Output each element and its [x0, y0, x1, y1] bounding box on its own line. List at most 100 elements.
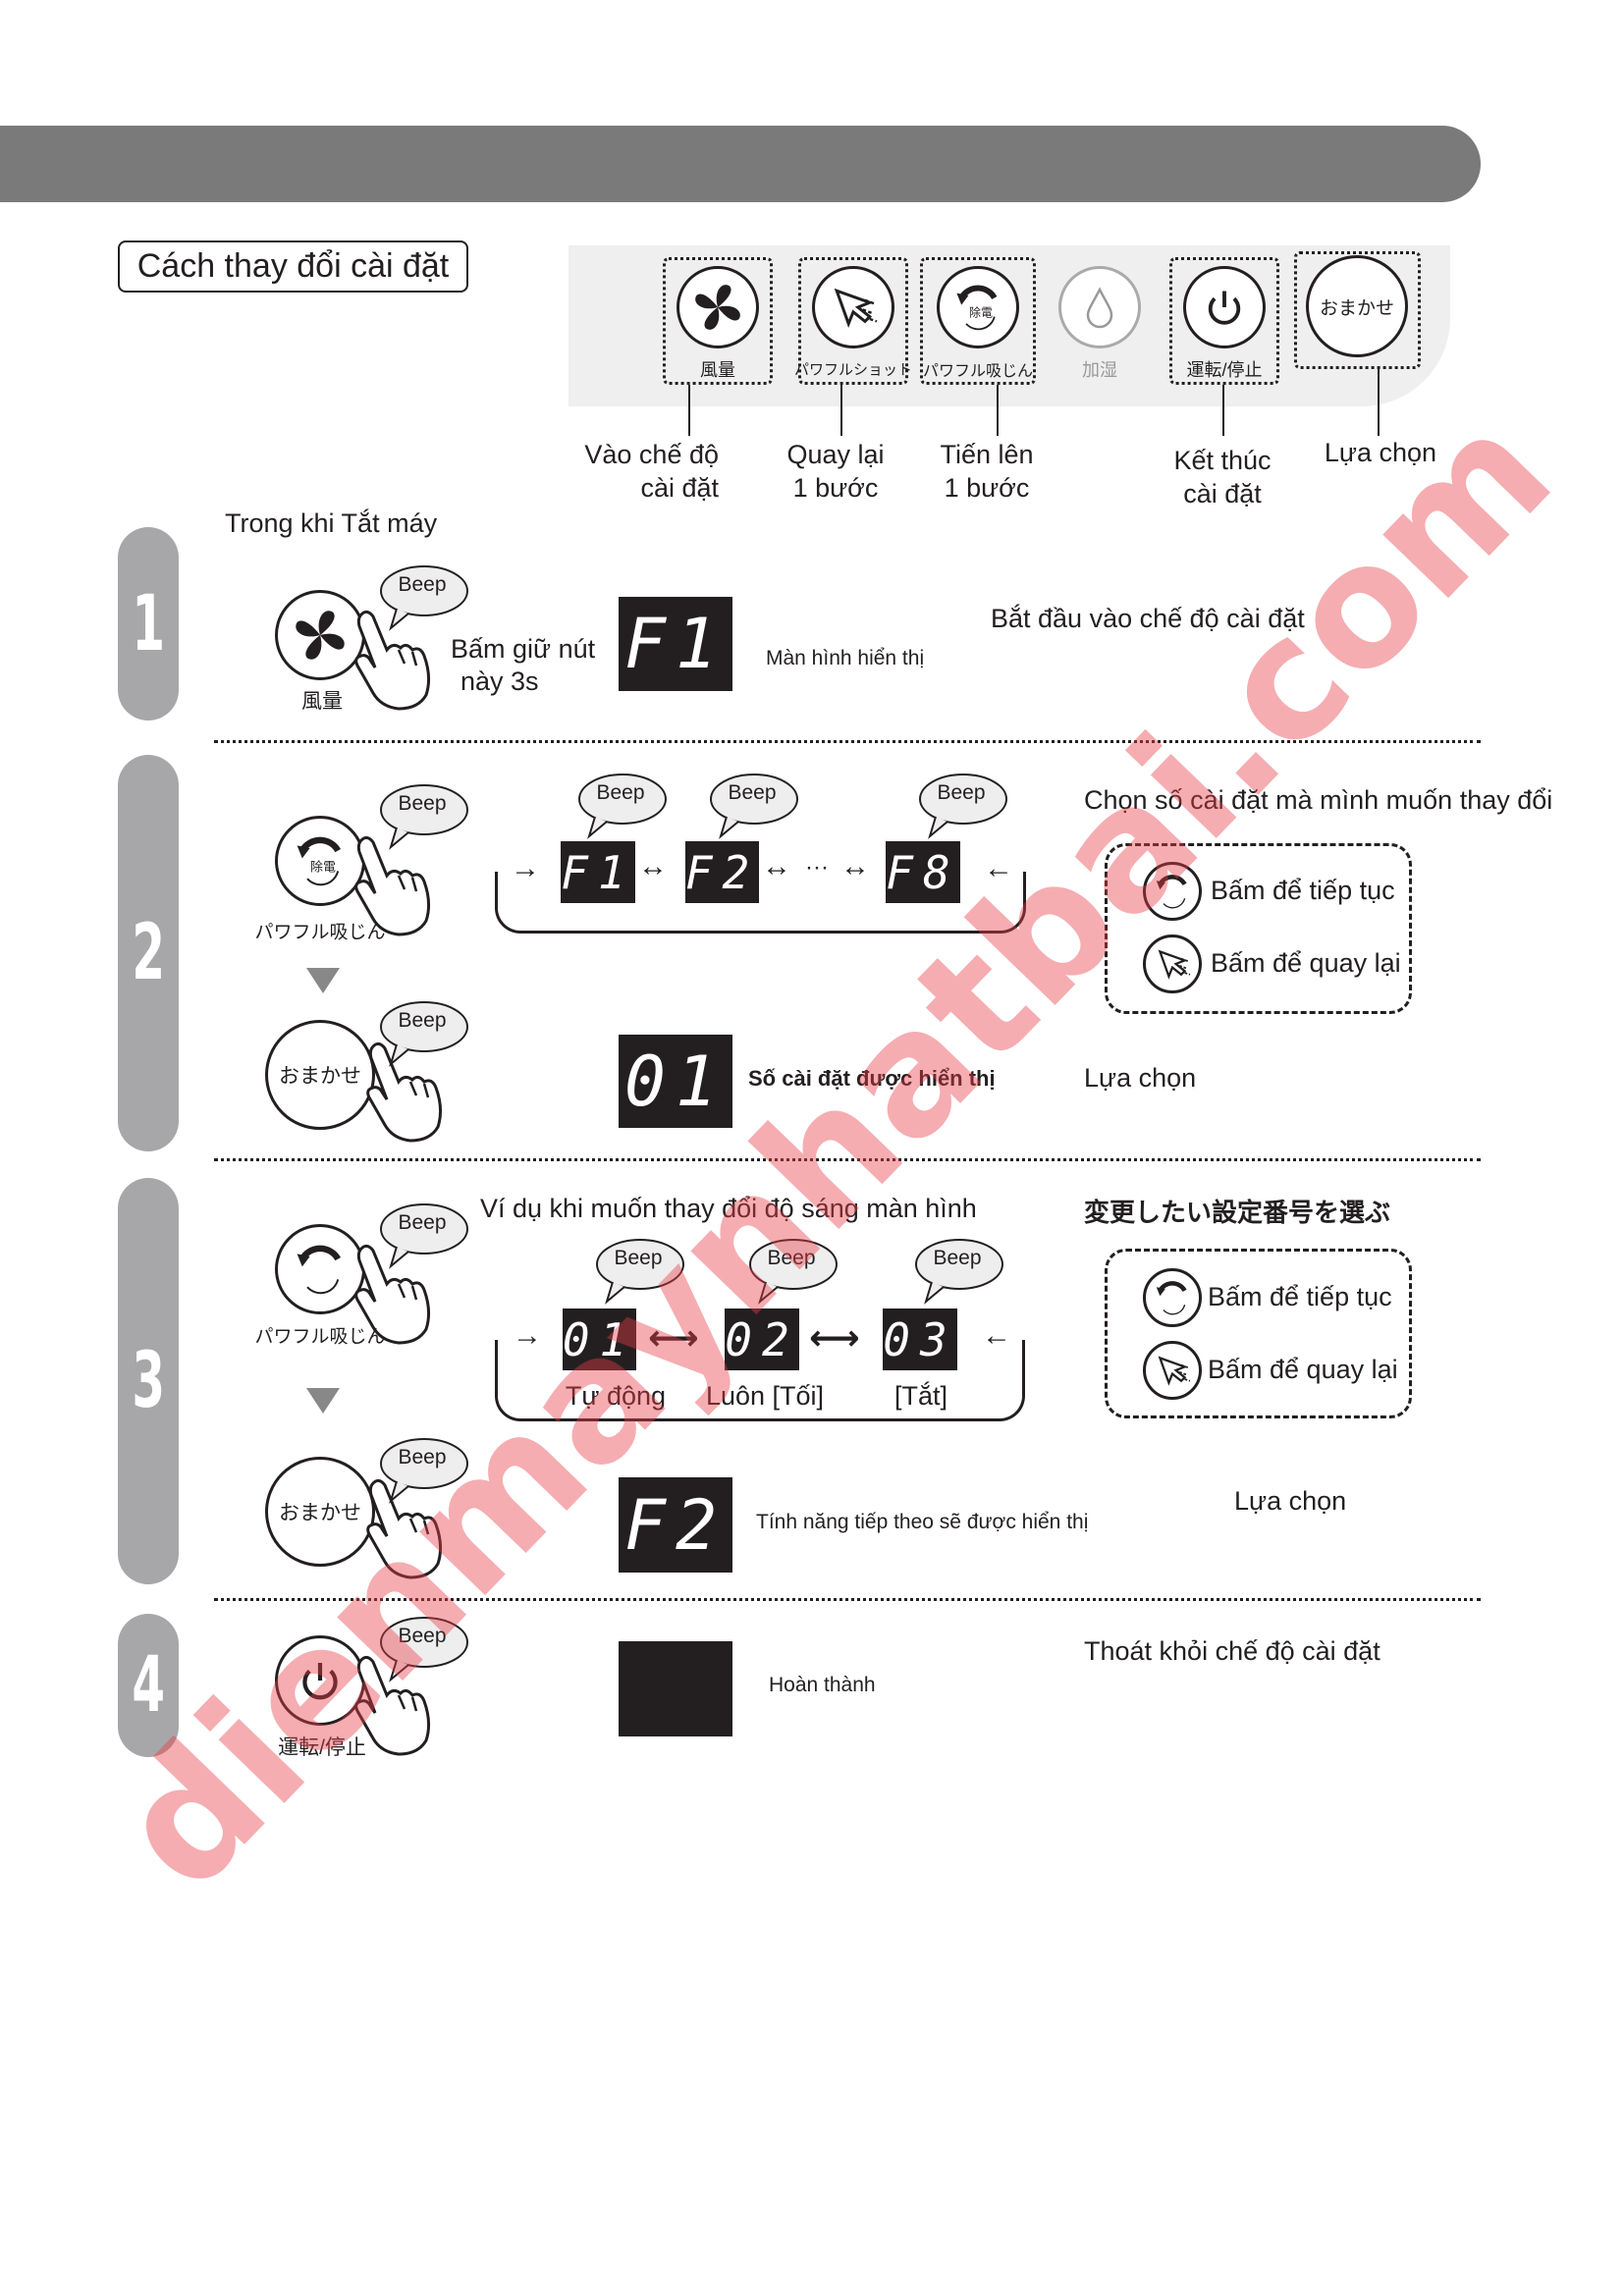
fan-icon [695, 285, 740, 330]
leader-line [688, 385, 690, 436]
step-badge: 1 [118, 527, 179, 721]
divider [214, 740, 1481, 743]
divider [214, 1158, 1481, 1161]
arrow-icon: ← [982, 1319, 1011, 1352]
beep-bubble: Beep [591, 1237, 685, 1303]
panel-button-label: パワフルショット [793, 361, 913, 379]
step1-condition: Trong khi Tắt máy [225, 508, 438, 538]
option-label: Luôn [Tối] [701, 1380, 829, 1414]
beep-bubble: Beep [914, 772, 1008, 837]
display-panel: 01 [563, 1308, 636, 1370]
panel-button-power[interactable] [1183, 266, 1266, 348]
panel-button-label: 加湿 [1082, 360, 1117, 380]
arrow-icon: → [511, 852, 540, 884]
display-panel: F8 [886, 841, 960, 903]
panel-button-omakase[interactable]: おまかせ [1306, 255, 1408, 357]
icon-text: 除電 [968, 305, 994, 320]
fan-icon [296, 611, 345, 660]
display-panel: 03 [883, 1308, 957, 1370]
hold-text: Bấm giữ nút [451, 634, 596, 664]
beep-bubble: Beep [375, 1436, 469, 1502]
arrow-cursor-icon [835, 289, 879, 326]
leader-line [1378, 369, 1380, 436]
panel-button-label: 風量 [700, 360, 735, 380]
power-icon [296, 1656, 345, 1705]
double-arrow-icon: ⟷ [809, 1317, 860, 1358]
step-description: Bắt đầu vào chế độ cài đặt [991, 604, 1305, 633]
omakase-button[interactable]: おまかせ [265, 1457, 375, 1567]
beep-bubble: Beep [744, 1237, 839, 1303]
display-caption: Hoàn thành [769, 1674, 876, 1696]
back-icon [1143, 934, 1202, 993]
omakase-button[interactable]: おまかせ [265, 1020, 375, 1130]
display-panel: F1 [619, 597, 732, 691]
step-description: Thoát khỏi chế độ cài đặt [1084, 1636, 1380, 1666]
display-panel: F2 [619, 1477, 732, 1573]
option-forward: Bấm để tiếp tục [1208, 1282, 1392, 1311]
confirm-text: Lựa chọn [1084, 1063, 1197, 1093]
panel-button-humidify[interactable] [1058, 266, 1141, 348]
option-label: Tự động [561, 1380, 671, 1414]
water-drop-icon [1086, 287, 1113, 329]
beep-bubble: Beep [375, 563, 469, 629]
back-icon [1143, 1341, 1202, 1400]
button-label: 運転/停止 [278, 1736, 366, 1759]
step-badge: 2 [118, 755, 179, 1151]
powerful-suction-button[interactable]: 除電 [275, 816, 365, 906]
leader-line [840, 385, 842, 436]
display-caption: Số cài đặt được hiển thị [748, 1066, 996, 1091]
forward-icon [1143, 862, 1202, 921]
leader-line [1222, 385, 1224, 436]
button-highlight [1169, 257, 1279, 385]
ellipsis: ··· [805, 854, 829, 881]
beep-bubble: Beep [910, 1237, 1004, 1303]
confirm-text: Lựa chọn [1234, 1486, 1347, 1516]
icon-text: 除電 [309, 859, 337, 875]
cycle-loop [495, 872, 1026, 934]
double-arrow-icon: ↔ [638, 850, 668, 882]
options-box [1105, 1249, 1412, 1418]
power-button[interactable] [275, 1635, 365, 1726]
step-description: Chọn số cài đặt mà mình muốn thay đổi [1084, 785, 1553, 815]
down-arrow-icon [306, 1388, 340, 1414]
omakase-label: おまかせ [279, 1502, 361, 1524]
beep-bubble: Beep [375, 782, 469, 848]
callout-select: Lựa chọn [1324, 438, 1437, 467]
double-arrow-icon: ⟷ [648, 1317, 699, 1358]
display-caption: Màn hình hiển thị [766, 647, 925, 669]
forward-icon [1143, 1268, 1202, 1327]
display-panel-blank [619, 1641, 732, 1736]
example-text: Ví dụ khi muốn thay đổi độ sáng màn hình [480, 1194, 977, 1223]
panel-button-powerful-shot[interactable] [812, 266, 894, 348]
step-description: 変更したい設定番号を選ぶ [1084, 1198, 1391, 1227]
divider [214, 1598, 1481, 1601]
omakase-label: おまかせ [279, 1065, 361, 1088]
panel-button-powerful-suction[interactable]: 除電 [937, 266, 1019, 348]
header-bar [0, 126, 1481, 202]
panel-button-fan[interactable] [677, 266, 759, 348]
beep-bubble: Beep [705, 772, 799, 837]
fan-button[interactable] [275, 590, 365, 680]
display-panel: F2 [685, 841, 759, 903]
leader-line [997, 385, 999, 436]
button-label: パワフル吸じん [254, 1326, 386, 1348]
display-panel: F1 [561, 841, 635, 903]
option-forward: Bấm để tiếp tục [1211, 876, 1395, 905]
option-back: Bấm để quay lại [1211, 948, 1401, 978]
beep-bubble: Beep [375, 1615, 469, 1681]
button-highlight [1294, 251, 1421, 369]
step-badge: 3 [118, 1178, 179, 1584]
down-arrow-icon [306, 968, 340, 993]
display-panel: 02 [725, 1308, 799, 1370]
page-title: Cách thay đổi cài đặt [118, 240, 468, 293]
button-label: 風量 [301, 690, 343, 713]
option-back: Bấm để quay lại [1208, 1355, 1398, 1384]
arrow-icon: → [513, 1319, 542, 1352]
powerful-suction-button[interactable] [275, 1224, 365, 1314]
button-highlight [920, 257, 1036, 385]
display-panel: 01 [619, 1035, 732, 1128]
options-box [1105, 843, 1412, 1014]
panel-button-label: パワフル吸じん [922, 363, 1034, 380]
